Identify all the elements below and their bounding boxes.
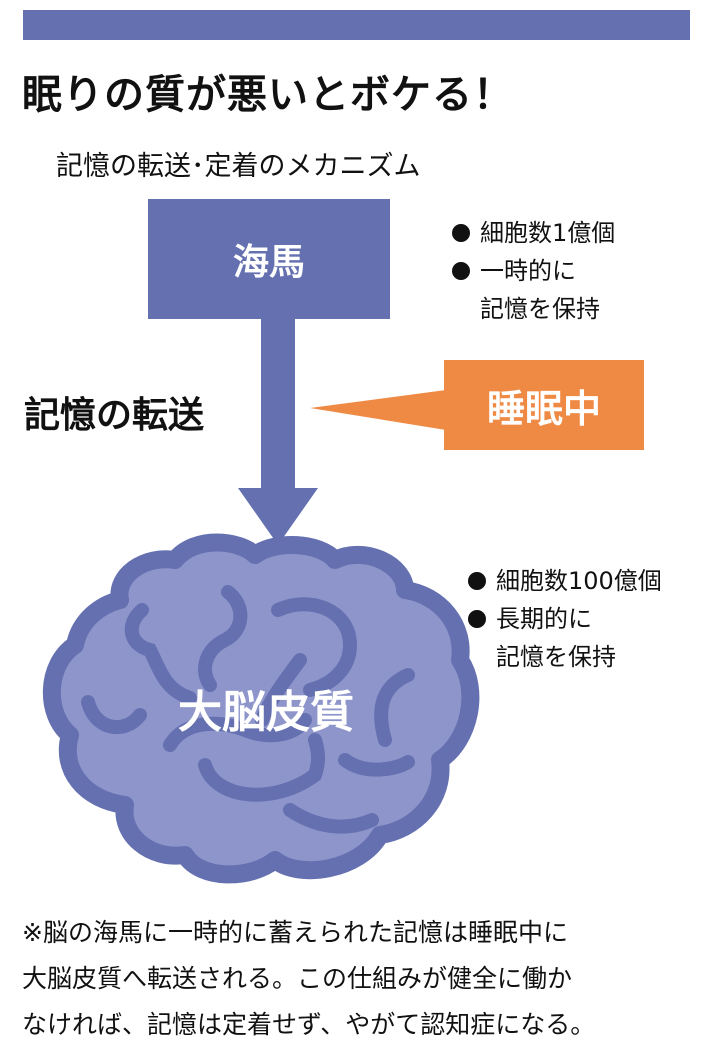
brain-fold xyxy=(338,753,415,777)
page-subtitle: 記憶の転送･定着のメカニズム xyxy=(56,151,421,182)
hippocampus-facts: 細胞数1億個 一時的に 記憶を保持 xyxy=(452,214,615,328)
fact-item: 細胞数100億個 xyxy=(468,562,662,600)
brain-fold xyxy=(374,668,415,747)
cortex-facts: 細胞数100億個 長期的に 記憶を保持 xyxy=(468,562,662,676)
hippocampus-box: 海馬 xyxy=(148,199,390,319)
sleep-label: 睡眠中 xyxy=(486,386,601,431)
fact-text: 長期的に xyxy=(496,605,592,633)
footnote-line: なければ、記憶は定着せず、やがて認知症になる。 xyxy=(22,1010,596,1039)
brain-fold xyxy=(163,713,312,752)
bullet-icon xyxy=(452,224,470,242)
brain-fold xyxy=(198,733,325,802)
brain-fold xyxy=(255,653,307,727)
page-title: 眠りの質が悪いとボケる！ xyxy=(22,72,514,118)
brain-fold xyxy=(283,803,379,834)
brain-fold xyxy=(198,585,248,692)
transfer-label: 記憶の転送 xyxy=(24,395,205,436)
fact-item: 一時的に xyxy=(452,252,615,290)
fact-text: 一時的に xyxy=(480,257,576,285)
brain-fold xyxy=(271,597,358,697)
footnote-line: 大脳皮質へ転送される。この仕組みが健全に働か xyxy=(22,964,573,993)
transfer-arrow-shaft xyxy=(261,318,295,498)
bullet-icon xyxy=(468,572,486,590)
cortex-label: 大脳皮質 xyxy=(178,687,354,738)
bullet-icon xyxy=(452,262,470,280)
fact-text: 細胞数100億個 xyxy=(496,567,662,595)
bullet-icon xyxy=(468,610,486,628)
transfer-arrow-head xyxy=(238,488,318,545)
brain-icon xyxy=(42,533,480,884)
sleep-callout-pointer xyxy=(310,390,446,430)
footnote: ※脳の海馬に一時的に蓄えられた記憶は睡眠中に 大脳皮質へ転送される。この仕組みが… xyxy=(22,910,702,1048)
sleep-callout: 睡眠中 xyxy=(444,360,644,450)
fact-text: 細胞数1億個 xyxy=(480,219,616,247)
fact-item: 長期的に xyxy=(468,600,662,638)
hippocampus-label: 海馬 xyxy=(232,242,305,283)
fact-continuation: 記憶を保持 xyxy=(496,643,616,671)
footnote-line: ※脳の海馬に一時的に蓄えられた記憶は睡眠中に xyxy=(22,918,568,947)
fact-continuation: 記憶を保持 xyxy=(480,295,600,323)
fact-item: 細胞数1億個 xyxy=(452,214,615,252)
brain-fold xyxy=(124,603,197,705)
brain-fold xyxy=(81,695,147,735)
header-bar xyxy=(23,10,690,40)
